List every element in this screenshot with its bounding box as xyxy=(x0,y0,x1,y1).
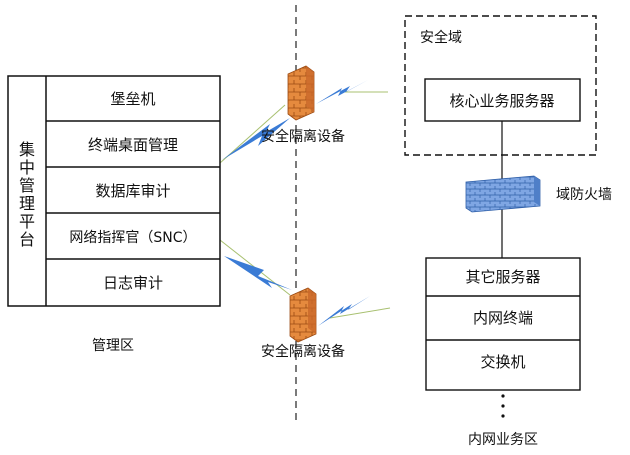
platform-label-char: 集 xyxy=(19,140,35,159)
link-line xyxy=(219,104,286,164)
internal-zone-label: 内网业务区 xyxy=(468,432,538,448)
platform-label-char: 管 xyxy=(19,176,35,195)
security-domain: 安全域 核心业务服务器 xyxy=(404,15,597,156)
platform-label-char: 理 xyxy=(19,194,35,213)
security-domain-title: 安全域 xyxy=(420,29,462,46)
internal-zone: 其它服务器 内网终端 交换机 内网业务区 xyxy=(425,257,581,448)
isolation-device-label: 安全隔离设备 xyxy=(261,343,345,360)
platform-item-bastion: 堡垒机 xyxy=(110,90,155,108)
platform-label-char: 平 xyxy=(19,212,35,231)
blue-firewall-icon xyxy=(465,175,541,213)
lightning-icon xyxy=(316,80,368,104)
internal-item-switch: 交换机 xyxy=(480,353,525,371)
management-zone-label: 管理区 xyxy=(92,338,134,354)
lightning-icon xyxy=(224,256,292,290)
core-server-box xyxy=(424,78,581,122)
platform-label-char: 中 xyxy=(19,158,35,177)
internal-item-terminals: 内网终端 xyxy=(473,309,533,327)
platform-item-db-audit: 数据库审计 xyxy=(95,182,170,200)
domain-firewall-label: 域防火墙 xyxy=(556,187,612,203)
domain-firewall: 域防火墙 xyxy=(465,175,612,213)
internal-item-other-servers: 其它服务器 xyxy=(465,268,540,286)
link-line xyxy=(329,307,391,319)
platform-item-log-audit: 日志审计 xyxy=(103,274,163,292)
platform-item-desktop-mgmt: 终端桌面管理 xyxy=(88,136,178,154)
lightning-icon xyxy=(318,296,370,326)
platform-vertical-label: 集 中 管 理 平 台 xyxy=(19,140,35,249)
firewall-icon xyxy=(289,287,317,343)
firewall-icon xyxy=(287,65,315,121)
lightning-icon xyxy=(222,118,290,160)
isolation-device-1: 安全隔离设备 xyxy=(222,65,368,160)
core-server-label: 核心业务服务器 xyxy=(449,92,554,110)
platform-label-char: 台 xyxy=(19,230,35,249)
management-platform: 集 中 管 理 平 台 堡垒机 终端桌面管理 数据库审计 网络指挥官（SNC） … xyxy=(7,75,221,307)
isolation-device-2: 安全隔离设备 xyxy=(224,256,370,360)
platform-item-snc: 网络指挥官（SNC） xyxy=(69,230,196,246)
isolation-device-label: 安全隔离设备 xyxy=(261,128,345,145)
continuation-dots xyxy=(501,394,505,418)
